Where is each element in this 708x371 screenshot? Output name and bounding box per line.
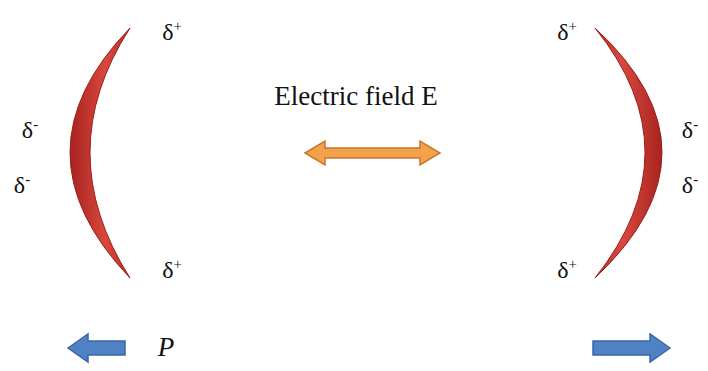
field-arrow	[305, 141, 440, 165]
partial-charge: δ+	[162, 20, 182, 44]
partial-charge: δ-	[682, 173, 698, 197]
polarization-label: P	[158, 334, 175, 361]
partial-charge: δ-	[14, 173, 30, 197]
polarization-arrow-left	[68, 334, 125, 362]
partial-charge: δ-	[22, 118, 38, 142]
partial-charge: δ+	[557, 20, 577, 44]
right-crescent	[595, 28, 662, 278]
partial-charge: δ+	[557, 258, 577, 282]
polarization-arrow-right	[593, 334, 670, 362]
partial-charge: δ+	[162, 258, 182, 282]
partial-charge: δ-	[682, 118, 698, 142]
left-crescent	[70, 28, 130, 278]
field-label: Electric field E	[274, 83, 437, 110]
